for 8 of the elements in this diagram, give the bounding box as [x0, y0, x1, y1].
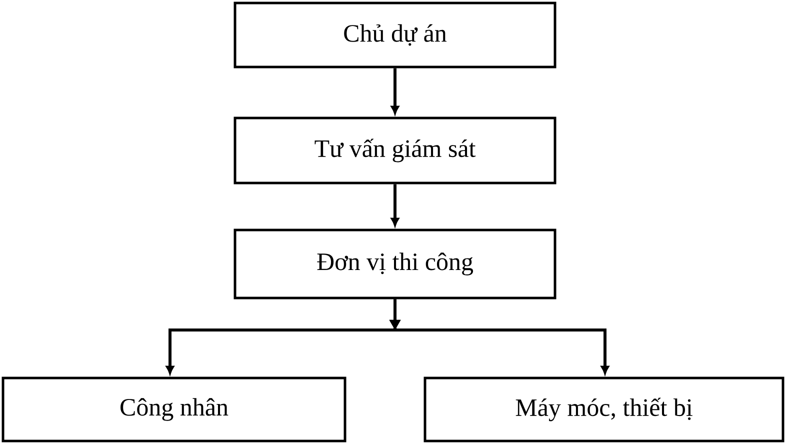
- process-box: Tư vấn giám sát: [234, 116, 556, 184]
- process-box: Máy móc, thiết bị: [424, 376, 784, 442]
- process-box: Đơn vị thi công: [234, 228, 556, 300]
- process-box: Công nhân: [2, 376, 346, 442]
- process-box: Chủ dự án: [234, 2, 556, 68]
- arrow: [389, 299, 609, 374]
- arrow: [391, 68, 399, 114]
- arrow: [391, 184, 399, 226]
